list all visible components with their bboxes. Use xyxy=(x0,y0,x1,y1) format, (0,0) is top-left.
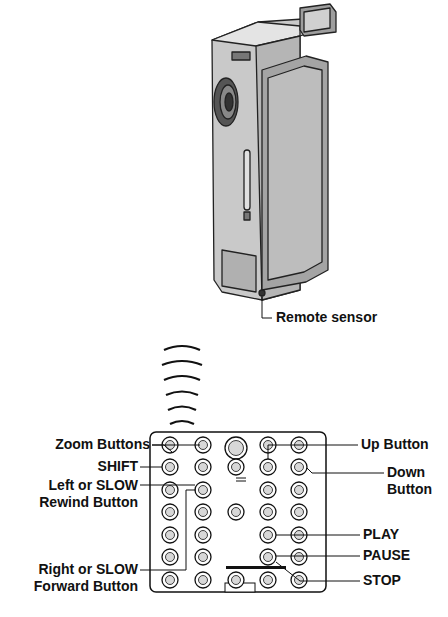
remote-button xyxy=(291,504,307,520)
remote-button xyxy=(195,549,211,565)
remote-button xyxy=(166,553,175,562)
remote-button xyxy=(166,486,175,495)
remote-button xyxy=(228,504,244,520)
remote-button xyxy=(166,576,175,585)
part-label: Down Button xyxy=(387,464,445,498)
remote-button xyxy=(260,527,276,543)
remote-button xyxy=(195,482,211,498)
remote-button xyxy=(264,531,273,540)
remote-button xyxy=(232,508,241,517)
remote-button xyxy=(260,504,276,520)
remote-button xyxy=(260,549,276,565)
remote-button xyxy=(195,527,211,543)
remote-button xyxy=(162,504,178,520)
remote-button xyxy=(195,459,211,475)
part-label: Zoom Buttons xyxy=(20,436,150,453)
remote-button xyxy=(228,572,244,588)
part-label: Remote sensor xyxy=(276,309,416,326)
remote-button xyxy=(264,463,273,472)
remote-button xyxy=(295,486,304,495)
remote-button xyxy=(199,576,208,585)
remote-button xyxy=(162,459,178,475)
remote-button xyxy=(228,459,244,475)
remote-button xyxy=(291,482,307,498)
remote-button xyxy=(199,463,208,472)
remote-button xyxy=(264,508,273,517)
remote-button xyxy=(264,576,273,585)
remote-button xyxy=(229,441,244,456)
remote-button xyxy=(199,553,208,562)
remote-button xyxy=(162,549,178,565)
remote-button xyxy=(166,508,175,517)
remote-button xyxy=(232,463,241,472)
part-label: SHIFT xyxy=(40,458,138,475)
remote-button xyxy=(166,463,175,472)
remote-button xyxy=(260,459,276,475)
remote-button xyxy=(162,572,178,588)
remote-button xyxy=(264,486,273,495)
part-label: PLAY xyxy=(363,526,443,543)
remote-button xyxy=(199,531,208,540)
remote-button xyxy=(291,459,307,475)
remote-button xyxy=(295,508,304,517)
remote-button xyxy=(260,572,276,588)
remote-button xyxy=(264,553,273,562)
part-label: Right or SLOW Forward Button xyxy=(6,561,138,595)
remote-button xyxy=(232,576,241,585)
remote-button xyxy=(225,437,247,459)
remote-button xyxy=(199,508,208,517)
remote-button xyxy=(260,482,276,498)
remote-button xyxy=(291,549,307,565)
remote-button xyxy=(195,504,211,520)
remote-button xyxy=(295,463,304,472)
part-label: Up Button xyxy=(361,436,445,453)
remote-button xyxy=(295,553,304,562)
remote-button xyxy=(199,486,208,495)
remote-button xyxy=(195,572,211,588)
remote-button xyxy=(166,531,175,540)
part-label: Left or SLOW Rewind Button xyxy=(28,477,138,511)
remote-button xyxy=(162,527,178,543)
part-label: PAUSE xyxy=(363,547,443,564)
part-label: STOP xyxy=(363,572,443,589)
remote-button xyxy=(162,482,178,498)
